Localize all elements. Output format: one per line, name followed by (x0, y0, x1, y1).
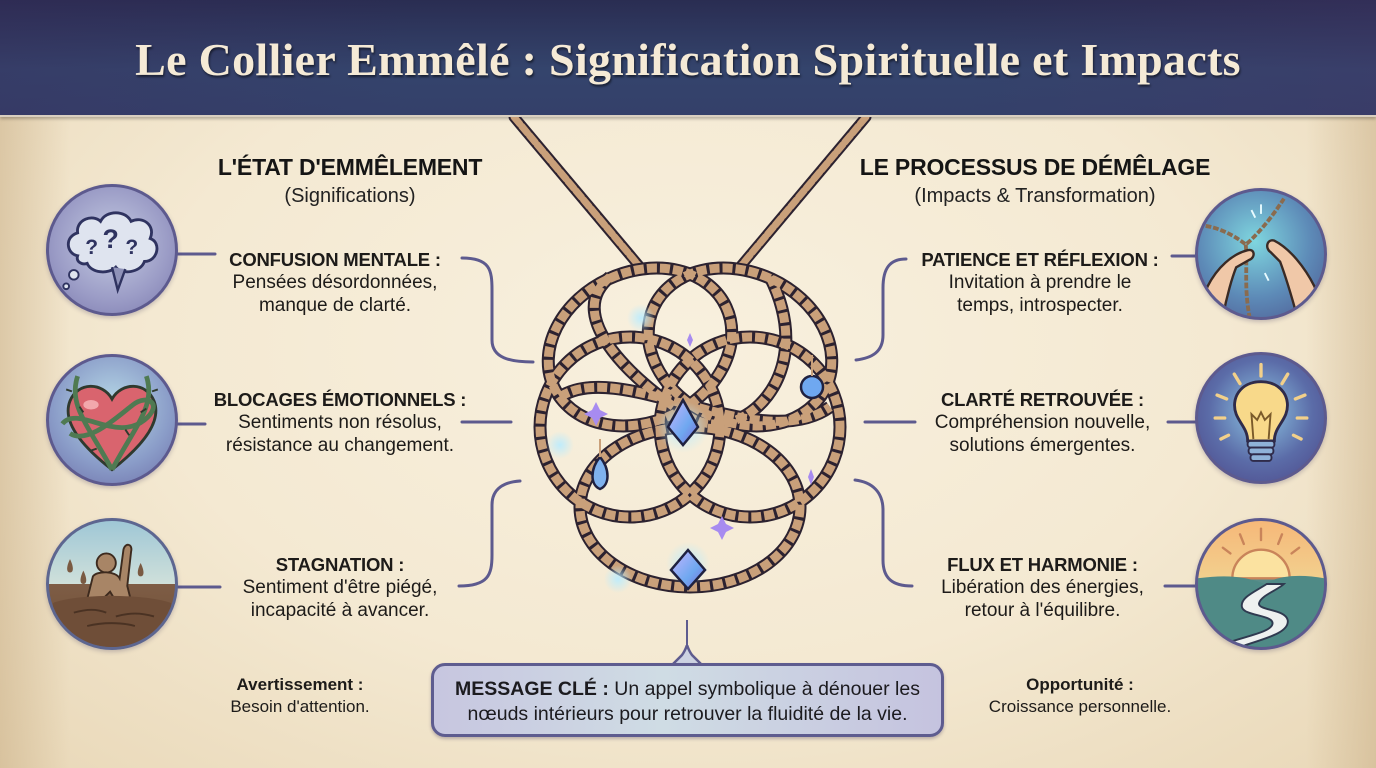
item-description-line2: manque de clarté. (258, 295, 412, 316)
sunrise-river-icon (1195, 518, 1327, 650)
item-stagnation: STAGNATION : Sentiment d'être piégé, inc… (210, 553, 470, 622)
item-label: BLOCAGES ÉMOTIONNELS : (213, 389, 467, 410)
item-description-line2: retour à l'équilibre. (964, 600, 1121, 621)
item-description-line1: Sentiment d'être piégé, (242, 577, 438, 598)
item-description-line1: Invitation à prendre le (948, 272, 1132, 293)
item-patience-reflexion: PATIENCE ET RÉFLEXION : Invitation à pre… (900, 248, 1180, 317)
item-description-line2: incapacité à avancer. (250, 600, 430, 621)
page-title: Le Collier Emmêlé : Signification Spirit… (135, 34, 1241, 85)
item-confusion-mentale: CONFUSION MENTALE : Pensées désordonnées… (200, 248, 470, 317)
opportunity-note: Opportunité : Croissance personnelle. (950, 674, 1210, 718)
warning-note: Avertissement : Besoin d'attention. (195, 674, 405, 718)
thorn-wrapped-heart-icon (46, 354, 178, 486)
key-message-box: MESSAGE CLÉ : Un appel symbolique à déno… (431, 663, 944, 737)
right-section-heading: LE PROCESSUS DE DÉMÊLAGE (Impacts & Tran… (840, 154, 1230, 208)
item-description-line1: Compréhension nouvelle, (934, 412, 1151, 433)
item-blocages-emotionnels: BLOCAGES ÉMOTIONNELS : Sentiments non ré… (190, 388, 490, 457)
left-heading: L'ÉTAT D'EMMÊLEMENT (217, 154, 483, 180)
header-banner: Le Collier Emmêlé : Signification Spirit… (0, 0, 1376, 117)
message-label: MESSAGE CLÉ : (455, 678, 609, 700)
message-text-1: Un appel symbolique à dénouer les (608, 678, 920, 700)
item-label: PATIENCE ET RÉFLEXION : (921, 249, 1159, 270)
lightbulb-icon (1195, 352, 1327, 484)
item-description-line1: Pensées désordonnées, (232, 272, 438, 293)
svg-text:?: ? (85, 236, 98, 259)
message-pointer-notch (672, 645, 702, 665)
item-description-line2: solutions émergentes. (949, 435, 1136, 456)
note-text: Besoin d'attention. (230, 697, 370, 716)
left-subheading: (Significations) (284, 185, 416, 207)
item-label: CLARTÉ RETROUVÉE : (941, 389, 1144, 410)
message-line1: MESSAGE CLÉ : Un appel symbolique à déno… (434, 677, 941, 702)
hands-untangling-chain-icon (1195, 188, 1327, 320)
note-label: Avertissement : (236, 675, 364, 694)
item-label: FLUX ET HARMONIE : (947, 554, 1138, 575)
item-flux-harmonie: FLUX ET HARMONIE : Libération des énergi… (910, 553, 1175, 622)
item-description-line1: Libération des énergies, (941, 577, 1144, 598)
note-text: Croissance personnelle. (988, 697, 1172, 716)
person-stuck-in-mud-icon (46, 518, 178, 650)
item-description-line1: Sentiments non résolus, (238, 412, 442, 433)
confused-brain-icon: ? ? ? (46, 184, 178, 316)
item-label: STAGNATION : (275, 554, 405, 575)
left-section-heading: L'ÉTAT D'EMMÊLEMENT (Significations) (200, 154, 500, 208)
right-heading: LE PROCESSUS DE DÉMÊLAGE (859, 154, 1211, 180)
tangled-necklace-icon (508, 117, 872, 594)
message-text-2: nœuds intérieurs pour retrouver la fluid… (467, 703, 908, 725)
note-label: Opportunité : (1026, 675, 1134, 694)
svg-text:?: ? (102, 224, 118, 254)
item-clarte-retrouvee: CLARTÉ RETROUVÉE : Compréhension nouvell… (910, 388, 1175, 457)
message-pointer-stem (686, 620, 688, 648)
item-description-line2: résistance au changement. (225, 435, 455, 456)
right-subheading: (Impacts & Transformation) (914, 185, 1156, 207)
svg-text:?: ? (125, 236, 138, 259)
item-label: CONFUSION MENTALE : (229, 249, 441, 270)
item-description-line2: temps, introspecter. (957, 295, 1123, 316)
